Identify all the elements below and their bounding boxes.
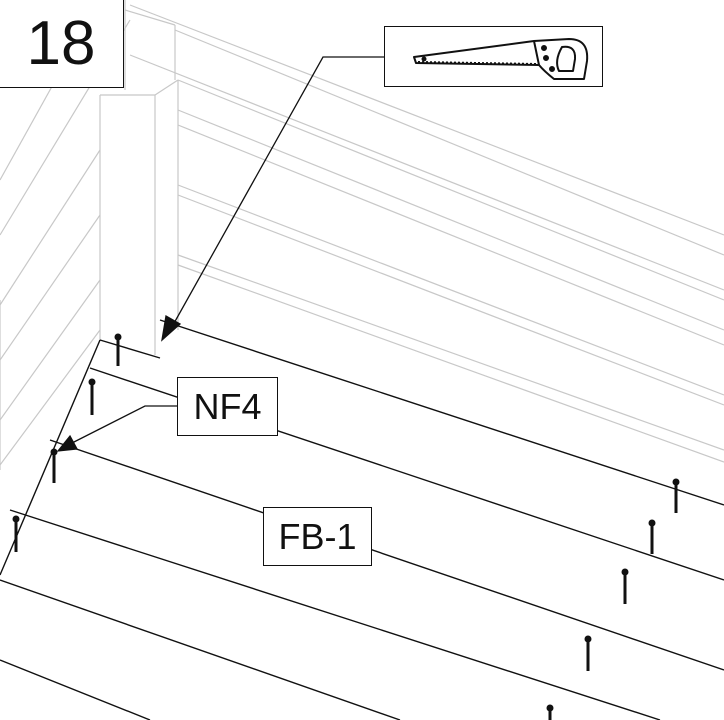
nail <box>621 568 629 604</box>
tool-callout <box>384 26 603 87</box>
hand-saw-icon <box>412 37 588 80</box>
nail <box>50 448 58 483</box>
nail <box>12 515 20 552</box>
step-number: 18 <box>0 0 124 88</box>
board-label-fb1: FB-1 <box>263 507 372 566</box>
saw-leader-line <box>161 56 384 342</box>
nail-label-nf4: NF4 <box>177 377 278 436</box>
nail <box>584 635 592 671</box>
nail <box>114 333 122 366</box>
nail <box>672 478 680 513</box>
nail <box>88 378 96 415</box>
floor-boards <box>0 319 724 720</box>
nail <box>546 704 554 720</box>
nails <box>12 333 680 720</box>
nail <box>648 519 656 554</box>
background-structure <box>0 0 724 470</box>
nf4-leader-line <box>56 405 177 452</box>
